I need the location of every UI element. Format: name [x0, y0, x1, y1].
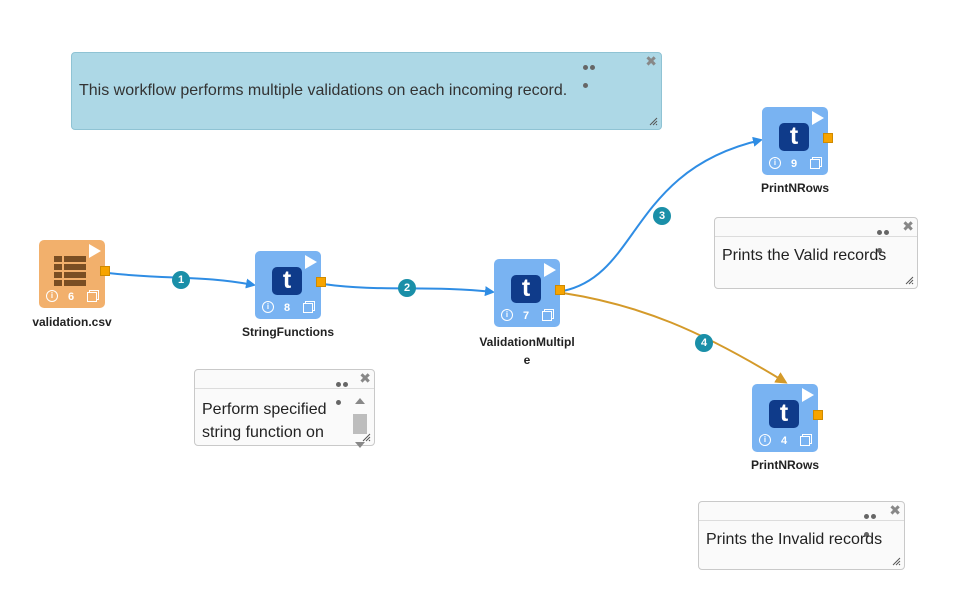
play-icon[interactable] — [544, 263, 556, 277]
copy-icon[interactable] — [810, 159, 820, 169]
node-id-number: 4 — [781, 435, 788, 447]
t-logo-icon: t — [779, 123, 809, 151]
copy-icon[interactable] — [87, 292, 97, 302]
node-label: PrintNRows — [750, 458, 819, 472]
info-icon[interactable]: i — [501, 309, 513, 321]
output-port[interactable] — [823, 133, 833, 143]
t-logo-icon: t — [769, 400, 799, 428]
node-label: ValidationMultiple — [479, 335, 575, 367]
play-icon[interactable] — [89, 244, 101, 258]
output-port[interactable] — [316, 277, 326, 287]
workflow-description-note[interactable]: ✖ This workflow performs multiple valida… — [71, 52, 662, 130]
copy-icon[interactable] — [800, 436, 810, 446]
note-header[interactable]: ✖ — [72, 53, 661, 88]
edge-badge-1[interactable]: 1 — [172, 271, 190, 289]
play-icon[interactable] — [802, 388, 814, 402]
close-icon[interactable]: ✖ — [889, 502, 901, 518]
play-icon[interactable] — [812, 111, 824, 125]
resize-handle-icon[interactable] — [892, 557, 901, 566]
copy-icon[interactable] — [303, 303, 313, 313]
node-id-number: 9 — [791, 158, 798, 170]
node-validation-csv[interactable]: i 6 — [39, 240, 110, 308]
node-id-number: 7 — [523, 310, 530, 322]
resize-handle-icon[interactable] — [362, 433, 371, 442]
valid-records-note[interactable]: ✖ Prints the Valid records — [714, 217, 918, 289]
note-scrollbar[interactable] — [350, 392, 370, 448]
more-icon[interactable] — [583, 57, 603, 88]
info-icon[interactable]: i — [769, 157, 781, 169]
node-id-number: 8 — [284, 302, 291, 314]
play-icon[interactable] — [305, 255, 317, 269]
note-text[interactable]: Perform specified string function on — [202, 401, 327, 441]
note-text[interactable]: Prints the Invalid records — [706, 531, 883, 548]
table-icon — [54, 256, 86, 288]
more-icon[interactable] — [336, 374, 356, 405]
edge-badge-3[interactable]: 3 — [653, 207, 671, 225]
node-label: PrintNRows — [760, 181, 829, 195]
info-icon[interactable]: i — [759, 434, 771, 446]
close-icon[interactable]: ✖ — [359, 370, 371, 386]
node-label: validation.csv — [32, 315, 112, 329]
edge-badge-2[interactable]: 2 — [398, 279, 416, 297]
more-icon[interactable] — [864, 506, 884, 537]
info-icon[interactable]: i — [46, 290, 58, 302]
close-icon[interactable]: ✖ — [902, 218, 914, 234]
resize-handle-icon[interactable] — [649, 117, 658, 126]
info-icon[interactable]: i — [262, 301, 274, 313]
node-printnrows-4[interactable]: t i 4 — [752, 384, 823, 452]
invalid-records-note[interactable]: ✖ Prints the Invalid records — [698, 501, 905, 570]
note-header[interactable]: ✖ — [715, 218, 917, 253]
note-header[interactable]: ✖ — [195, 370, 374, 405]
stringfunctions-note[interactable]: ✖ Perform specified string function on — [194, 369, 375, 448]
node-printnrows-9[interactable]: t i 9 — [762, 107, 833, 175]
edge-4[interactable] — [562, 292, 788, 384]
t-logo-icon: t — [511, 275, 541, 303]
node-stringfunctions[interactable]: t i 8 — [255, 251, 326, 319]
output-port[interactable] — [555, 285, 565, 295]
note-header[interactable]: ✖ — [699, 502, 904, 537]
note-text[interactable]: Prints the Valid records — [722, 247, 887, 264]
node-label: StringFunctions — [242, 325, 334, 339]
copy-icon[interactable] — [542, 311, 552, 321]
edge-badge-4[interactable]: 4 — [695, 334, 713, 352]
close-icon[interactable]: ✖ — [645, 53, 657, 69]
output-port[interactable] — [813, 410, 823, 420]
note-text[interactable]: This workflow performs multiple validati… — [79, 82, 568, 99]
output-port[interactable] — [100, 266, 110, 276]
resize-handle-icon[interactable] — [905, 276, 914, 285]
node-id-number: 6 — [68, 291, 75, 303]
more-icon[interactable] — [877, 222, 897, 253]
t-logo-icon: t — [272, 267, 302, 295]
node-validationmultiple[interactable]: t i 7 — [494, 259, 565, 327]
